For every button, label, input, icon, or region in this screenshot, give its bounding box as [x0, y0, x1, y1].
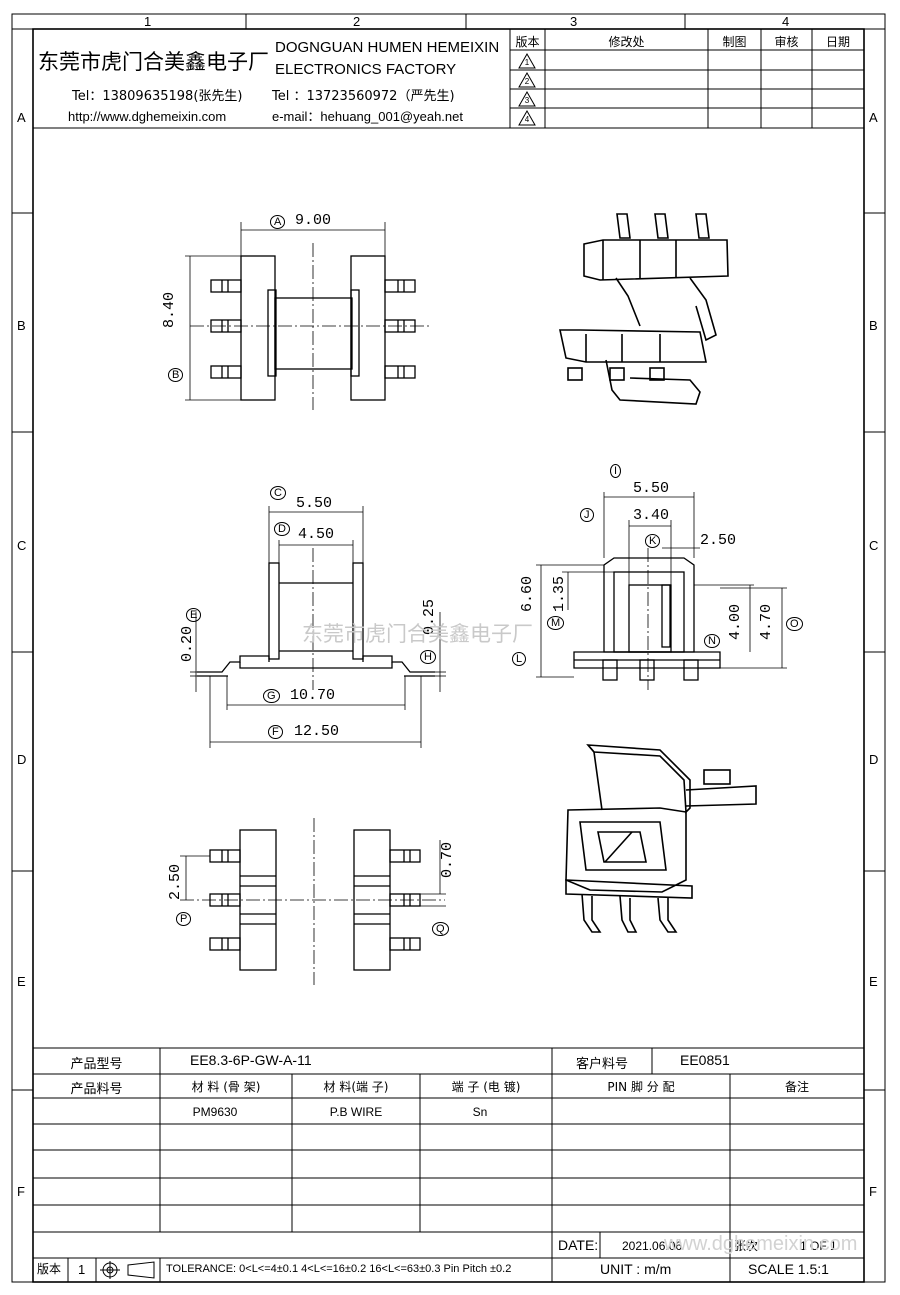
company-name-en-2: ELECTRONICS FACTORY [275, 61, 457, 78]
col-material-bobbin: 材 料 (骨 架) [191, 1080, 261, 1094]
material-bobbin-value: PM9630 [192, 1105, 238, 1119]
rev-header-drawn: 制图 [722, 35, 747, 49]
date-value: 2021.06.06 [622, 1239, 683, 1253]
dim-g-value: 10.70 [290, 687, 336, 704]
grid-col-4: 4 [782, 14, 790, 29]
phone-1: Tel：13809635198(张先生) [72, 89, 243, 104]
grid-row-d-left: D [17, 752, 27, 767]
grid-row-c-right: C [869, 538, 879, 553]
dim-label-l: L [512, 650, 527, 666]
dim-label-e: E [186, 606, 202, 622]
company-name-en-1: DOGNGUAN HUMEN HEMEIXIN [275, 39, 500, 56]
dim-label-d: D [274, 520, 290, 536]
dim-label-j: J [580, 506, 594, 522]
dim-l-value: 6.60 [519, 575, 536, 612]
dim-m-value: 1.35 [551, 575, 568, 612]
grid-row-f-left: F [17, 1184, 25, 1199]
date-label: DATE: [558, 1237, 599, 1253]
dim-e-value: 0.20 [179, 625, 196, 662]
rev-mark-1: 1 [524, 58, 530, 67]
dim-label-k: K [645, 532, 661, 548]
dim-a-value: 9.00 [295, 212, 332, 229]
col-material-pin: 材 料(端 子) [323, 1080, 389, 1094]
rev-header-version: 版本 [515, 35, 540, 49]
dim-label-q: Q [432, 920, 449, 936]
front-view [197, 562, 435, 677]
grid-row-a-right: A [869, 110, 878, 125]
dim-n-value: 4.00 [727, 603, 744, 640]
dim-f-value: 12.50 [294, 723, 340, 740]
grid-row-e-right: E [869, 974, 878, 989]
dim-c-value: 5.50 [296, 495, 333, 512]
plating-value: Sn [472, 1105, 488, 1119]
customer-pn-label: 客户料号 [575, 1057, 628, 1072]
scale-note: SCALE 1.5:1 [748, 1261, 829, 1277]
rev-header-date: 日期 [825, 35, 850, 49]
dim-p-value: 2.50 [167, 863, 184, 900]
email-link[interactable]: e-mail：hehuang_001@yeah.net [272, 109, 463, 124]
website-link[interactable]: http://www.dghemeixin.com [68, 109, 227, 124]
isometric-view-top [559, 213, 729, 405]
dim-d-value: 4.50 [298, 526, 335, 543]
material-pin-value: P.B WIRE [329, 1105, 383, 1119]
grid-row-b-left: B [17, 318, 26, 333]
dim-q-value: 0.70 [439, 841, 456, 878]
product-pn-label: 产品料号 [70, 1082, 123, 1097]
col-plating: 端 子 (电 镀) [451, 1080, 521, 1094]
col-pin-assignment: PIN 脚 分 配 [607, 1080, 675, 1094]
dim-label-a: A [270, 213, 286, 229]
isometric-view-bottom [565, 744, 757, 933]
tolerance-note: TOLERANCE: 0<L<=4±0.1 4<L<=16±0.2 16<L<=… [166, 1263, 512, 1275]
side-view [573, 557, 721, 681]
col-remark: 备注 [784, 1080, 809, 1094]
dim-k-value: 2.50 [700, 532, 737, 549]
grid-col-3: 3 [570, 14, 578, 29]
unit-note: UNIT : m/m [600, 1261, 672, 1277]
grid-row-b-right: B [869, 318, 878, 333]
grid-row-e-left: E [17, 974, 26, 989]
dim-label-h: H [420, 648, 436, 664]
dim-b-value: 8.40 [161, 291, 178, 328]
rev-header-checked: 审核 [774, 35, 799, 49]
grid-row-c-left: C [17, 538, 27, 553]
dim-label-b: B [168, 366, 184, 382]
product-model-value: EE8.3-6P-GW-A-11 [190, 1052, 312, 1068]
dim-label-i: I [610, 462, 622, 478]
phone-2: Tel ：13723560972（严先生) [272, 89, 455, 104]
grid-row-d-right: D [869, 752, 879, 767]
dim-label-p: P [176, 910, 192, 926]
dim-label-m: M [547, 614, 565, 630]
version-value: 1 [78, 1262, 86, 1277]
grid-col-2: 2 [353, 14, 361, 29]
date-row-watermark: www.dghemeixin.com [664, 1233, 858, 1255]
dim-o-value: 4.70 [758, 603, 775, 640]
grid-col-1: 1 [144, 14, 152, 29]
page-label: 张次 [734, 1239, 759, 1253]
rev-mark-2: 2 [524, 77, 530, 86]
page-value: 1 OF 1 [800, 1239, 837, 1253]
grid-row-f-right: F [869, 1184, 877, 1199]
dim-label-n: N [704, 632, 720, 648]
dim-label-o: O [786, 615, 803, 631]
dim-label-f: F [268, 723, 283, 739]
drawing-watermark: 东莞市虎门合美鑫电子厂 [302, 622, 533, 646]
dim-label-c: C [270, 484, 286, 500]
product-model-label: 产品型号 [70, 1057, 123, 1072]
dim-j-value: 3.40 [633, 507, 670, 524]
company-name-cn: 东莞市虎门合美鑫电子厂 [38, 50, 269, 74]
dim-i-value: 5.50 [633, 480, 670, 497]
dim-label-g: G [263, 687, 280, 703]
version-label: 版本 [37, 1262, 62, 1276]
rev-mark-4: 4 [524, 115, 530, 124]
rev-mark-3: 3 [524, 96, 530, 105]
rev-header-change: 修改处 [608, 35, 645, 49]
grid-row-a-left: A [17, 110, 26, 125]
customer-pn-value: EE0851 [680, 1052, 730, 1068]
top-view [210, 255, 416, 401]
